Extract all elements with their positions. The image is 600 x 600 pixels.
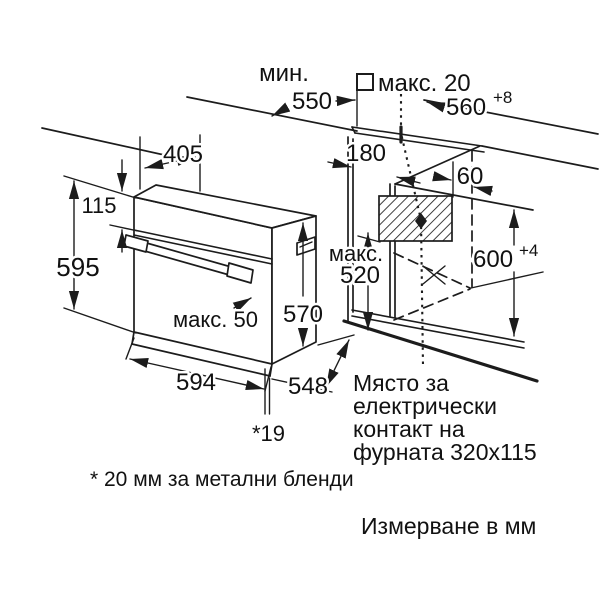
side-vent-icon — [296, 236, 316, 256]
dim-door-offset: *19 — [252, 421, 285, 446]
dim-oven-height: 595 — [56, 252, 99, 282]
dim-outlet-offset: 60 — [457, 163, 484, 190]
dim-body-depth: 570 — [283, 301, 323, 328]
dim-panel-height: 115 — [81, 193, 116, 218]
dim-handle-max: макс. 50 — [173, 307, 258, 332]
contact-note-line2: електрически — [353, 393, 497, 419]
dim-worktop-depth-value: 550 — [292, 88, 332, 115]
labels: мин. 550 макс. 20 560 +8 405 115 595 180… — [54, 58, 541, 540]
dimension-lines — [63, 73, 520, 415]
dim-niche-width-tolerance: +8 — [493, 88, 512, 107]
dim-outlet-max-value: 520 — [340, 262, 380, 289]
contact-note-line3: контакт на — [353, 416, 465, 442]
contact-area-hatch — [378, 195, 453, 242]
control-panel-line — [133, 229, 273, 260]
niche — [342, 136, 544, 383]
contact-note-line1: Място за — [353, 370, 449, 396]
dim-conduit-label: макс. 20 — [378, 70, 471, 97]
dim-niche-width-value: 560 — [446, 94, 486, 121]
dim-rear-gap: 180 — [346, 140, 386, 167]
dim-niche-height-value: 600 — [473, 246, 513, 273]
contact-point-diamond — [415, 213, 427, 229]
trim-note: * 20 мм за метални бленди — [90, 468, 354, 491]
dim-oven-depth: 548 — [288, 373, 328, 400]
dim-outlet-max-label: макс. — [329, 241, 383, 266]
contact-note-line4: фурната 320x115 — [353, 439, 537, 465]
dim-niche-height-tolerance: +4 — [519, 241, 538, 260]
dim-worktop-depth-label: мин. — [259, 60, 309, 87]
square-symbol-icon — [356, 73, 374, 91]
oven — [123, 184, 317, 377]
dim-oven-top-depth: 405 — [163, 141, 203, 168]
units-note: Измерване в мм — [361, 513, 536, 539]
dim-oven-width: 594 — [176, 369, 216, 396]
